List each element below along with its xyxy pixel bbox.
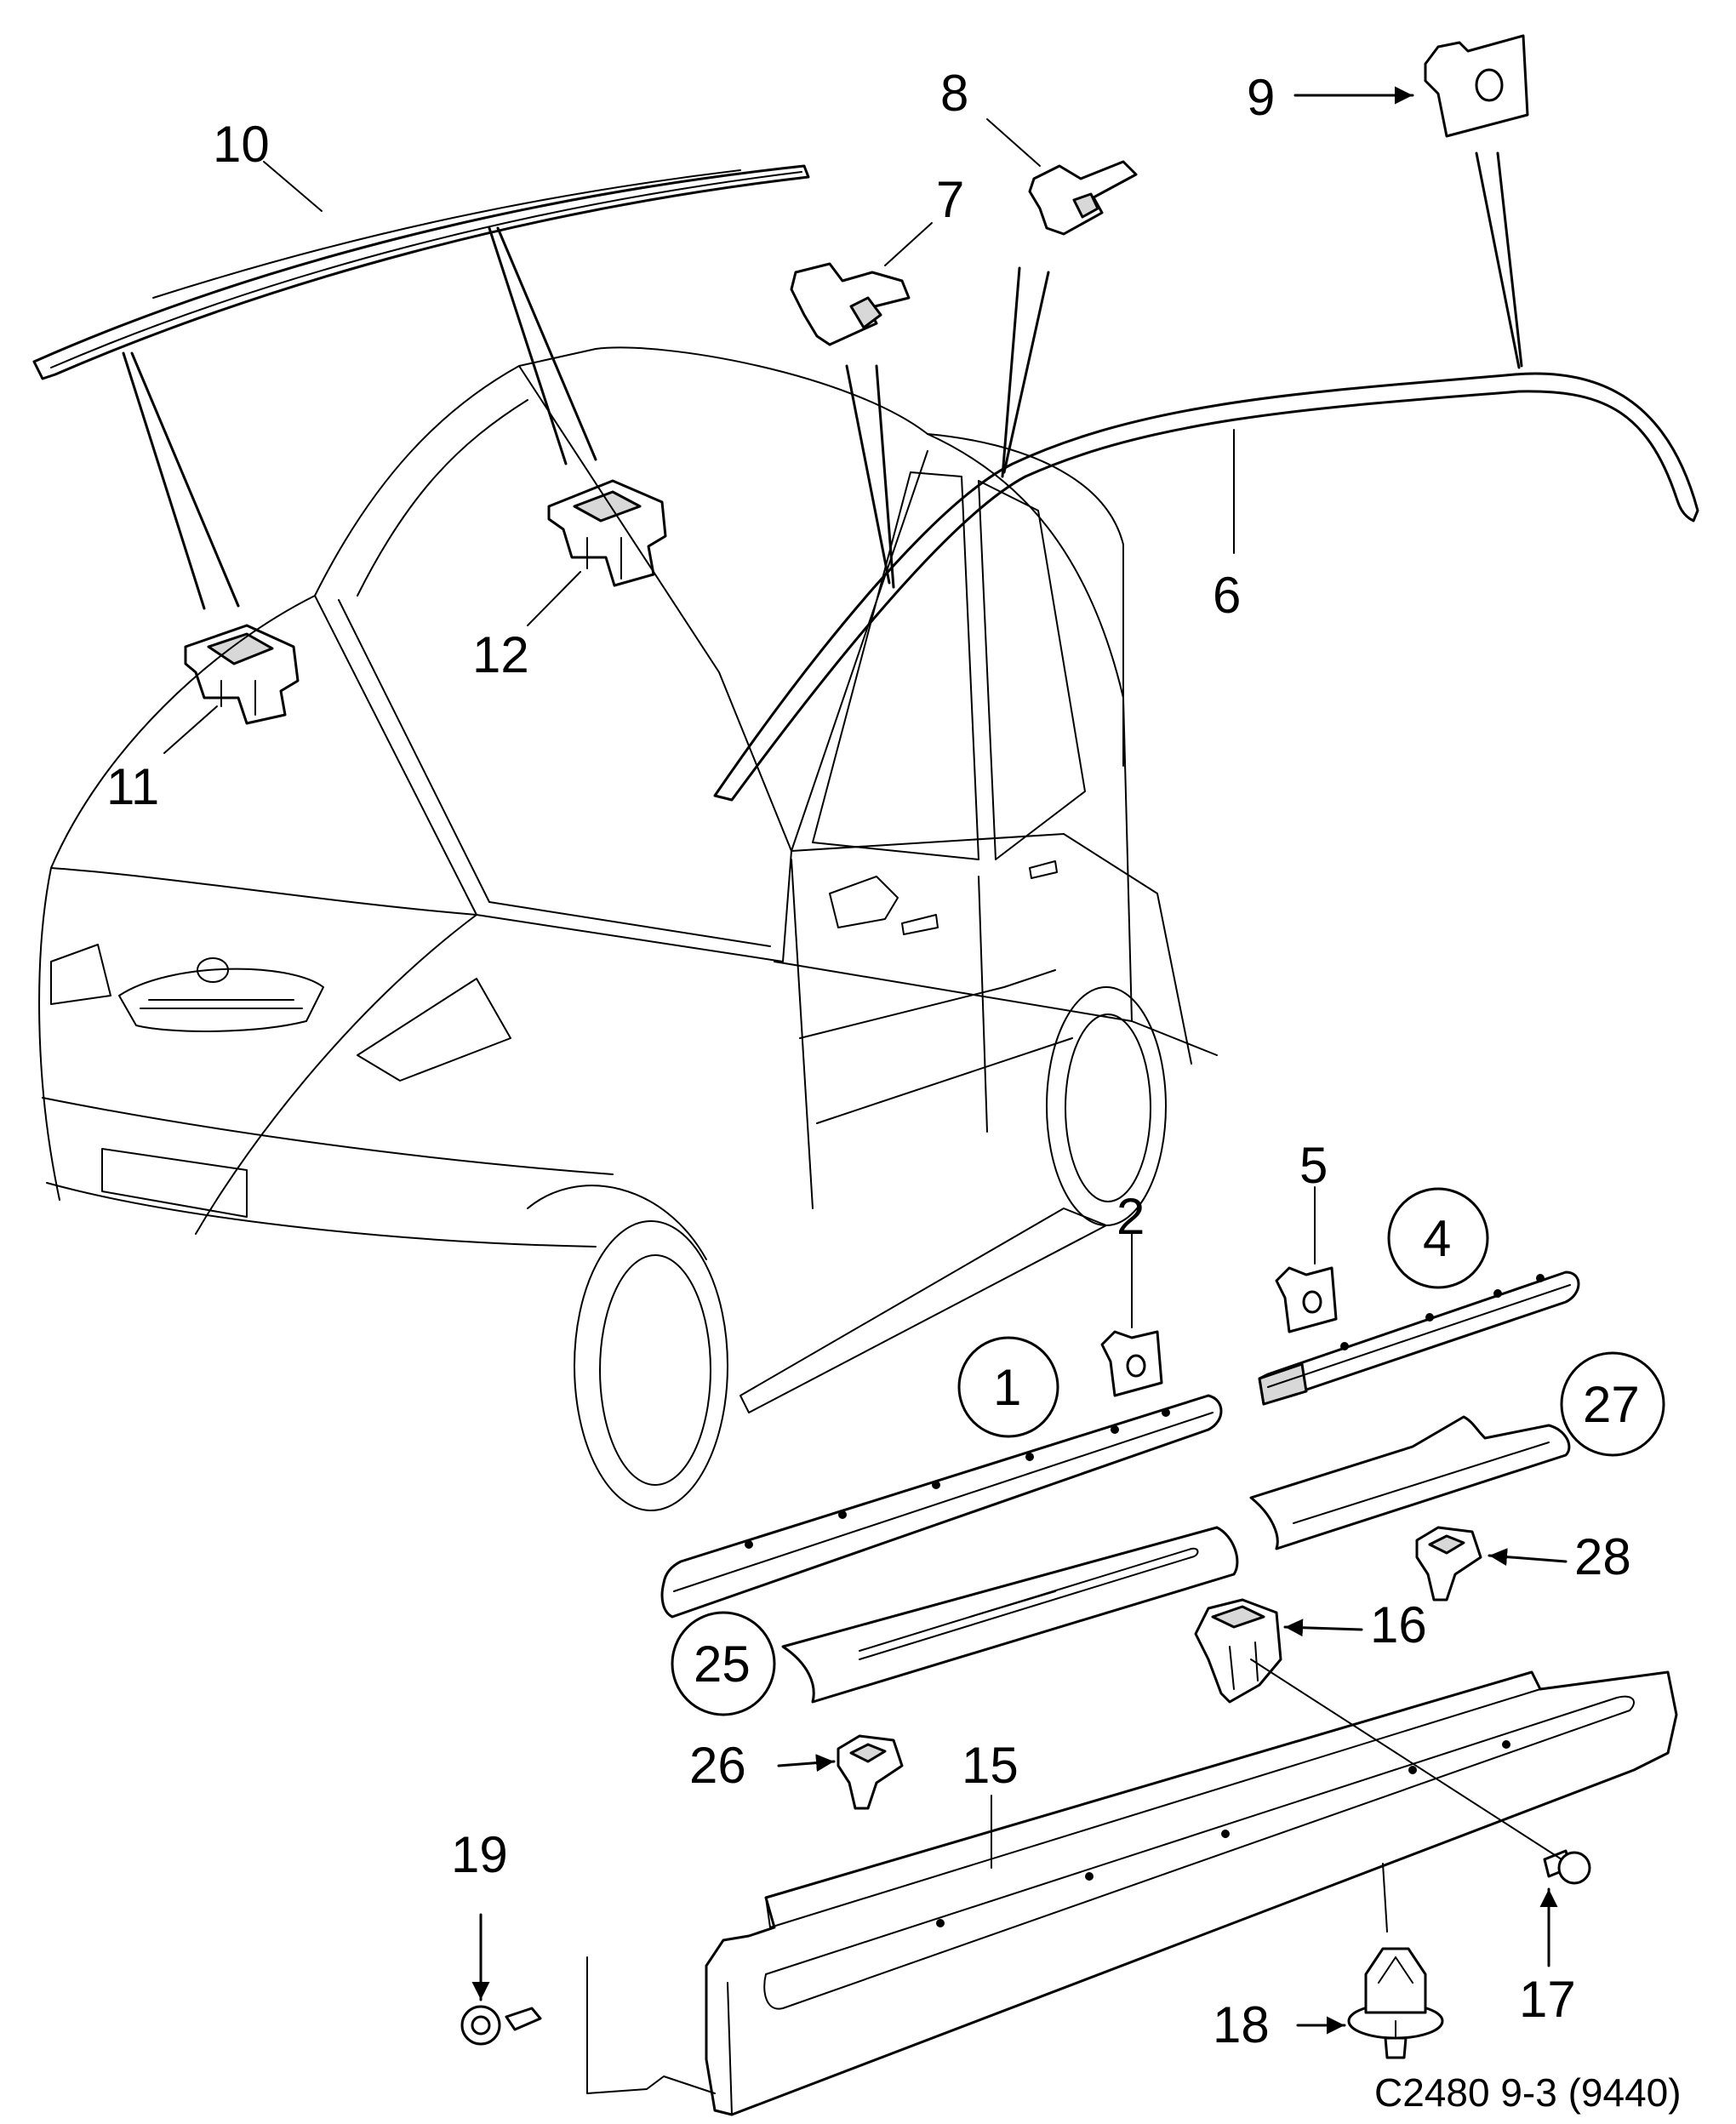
leaders-bottom <box>471 1186 1568 2035</box>
callout-27-circle <box>1560 1351 1665 1457</box>
clip-26 <box>837 1734 904 1810</box>
side-moulding-1 <box>660 1394 1223 1619</box>
side-moulding-4 <box>1258 1270 1580 1406</box>
callout-4-circle <box>1387 1187 1489 1289</box>
callout-1-circle <box>957 1336 1059 1438</box>
screw-17 <box>1543 1849 1591 1885</box>
callout-12: 12 <box>472 626 529 683</box>
door-frame-moulding <box>713 372 1699 802</box>
door-clip-8 <box>1028 160 1138 236</box>
roof-clip-11 <box>184 624 300 725</box>
callout-28: 28 <box>1574 1528 1631 1585</box>
clip-18 <box>1347 1947 1444 2059</box>
callout-26: 26 <box>689 1737 746 1794</box>
callout-17: 17 <box>1519 1971 1576 2028</box>
callout-9: 9 <box>1247 69 1275 126</box>
leaders-top-left <box>122 161 597 754</box>
clip-2 <box>1100 1330 1163 1397</box>
rocker-panel <box>586 1670 1678 2116</box>
callout-11: 11 <box>106 758 159 815</box>
callout-6: 6 <box>1213 567 1241 624</box>
callout-27: 27 <box>1583 1376 1640 1433</box>
callout-1: 1 <box>993 1359 1021 1416</box>
door-clip-7 <box>790 262 911 346</box>
callout-8: 8 <box>940 65 968 122</box>
callout-19: 19 <box>451 1826 508 1883</box>
callout-2: 2 <box>1116 1188 1145 1245</box>
clip-16 <box>1194 1598 1282 1704</box>
callout-25-circle <box>671 1611 776 1716</box>
roof-moulding <box>32 164 810 380</box>
bolt-19 <box>460 2005 542 2046</box>
sill-plate-27 <box>1249 1415 1571 1550</box>
callout-5: 5 <box>1299 1137 1328 1194</box>
callout-10: 10 <box>213 116 270 173</box>
car-body <box>38 346 1218 1511</box>
roof-clip-12 <box>547 479 667 587</box>
callout-7: 7 <box>936 171 964 228</box>
sill-plate-25 <box>781 1526 1239 1704</box>
diagram-caption: C2480 9-3 (9440) <box>1374 2070 1682 2115</box>
callout-25: 25 <box>694 1636 751 1693</box>
callout-16: 16 <box>1370 1596 1427 1653</box>
clip-28 <box>1415 1526 1482 1602</box>
callout-18: 18 <box>1213 1996 1270 2053</box>
clip-5 <box>1275 1266 1338 1333</box>
leaders-top-right <box>845 86 1523 589</box>
door-clip-9 <box>1424 34 1529 138</box>
callout-15: 15 <box>962 1737 1019 1794</box>
callout-4: 4 <box>1423 1210 1451 1267</box>
